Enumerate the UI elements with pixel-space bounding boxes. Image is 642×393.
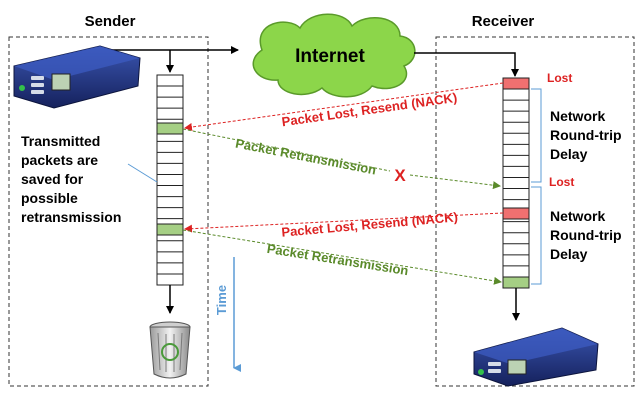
- saved-note-line-5: retransmission: [21, 209, 121, 225]
- delay2-line-2: Round-trip: [550, 227, 622, 243]
- lost-retransmission-segment: [409, 174, 501, 190]
- saved-note-line-2: packets are: [21, 152, 98, 168]
- saved-packet-2: [156, 223, 184, 236]
- receiver-buffer-rows: [503, 88, 529, 278]
- internet-to-receiver-arrow: [414, 52, 519, 77]
- saved-packets-note: Transmitted packets are saved for possib…: [21, 133, 121, 225]
- lost-marker-2: Lost: [549, 175, 574, 189]
- time-axis-label: Time: [214, 285, 229, 315]
- sender-panel: [8, 36, 209, 387]
- round-trip-delay-label-2: Network Round-trip Delay: [550, 208, 622, 262]
- retransmission-arrow-1: [182, 128, 391, 172]
- retransmission-label-1: Packet Retransmission: [234, 136, 377, 178]
- nack-label-1: Packet Lost, Resend (NACK): [281, 90, 458, 129]
- delay2-line-3: Delay: [550, 246, 588, 262]
- delay2-line-1: Network: [550, 208, 605, 224]
- receiver-device-icon: [473, 327, 599, 387]
- round-trip-delay-label-1: Network Round-trip Delay: [550, 108, 622, 162]
- lost-packet-1: [502, 77, 530, 90]
- delay1-line-3: Delay: [550, 146, 588, 162]
- lost-x-mark: X: [394, 166, 406, 185]
- internet-label: Internet: [295, 46, 365, 67]
- saved-packet-1: [156, 122, 184, 135]
- retransmission-label-2: Packet Retransmission: [266, 241, 410, 278]
- sender-title: Sender: [85, 13, 136, 30]
- recycle-bin-icon: [149, 321, 191, 379]
- receiver-panel: [435, 36, 635, 387]
- sender-device-icon: [13, 45, 141, 109]
- nack-label-2: Packet Lost, Resend (NACK): [281, 209, 459, 239]
- lost-packet-2: [502, 207, 530, 220]
- delay-bracket-1: [531, 88, 542, 183]
- nack-arrow-2: [184, 212, 504, 233]
- receiver-title: Receiver: [472, 13, 535, 30]
- receiver-buffer: [502, 77, 530, 289]
- delay-bracket-2: [531, 186, 542, 285]
- retransmitted-packet: [502, 276, 530, 289]
- sender-buffer: [156, 74, 184, 286]
- delay1-line-1: Network: [550, 108, 605, 124]
- nack-arrow-1: [184, 82, 504, 131]
- delay1-line-2: Round-trip: [550, 127, 622, 143]
- saved-note-line-1: Transmitted: [21, 133, 100, 149]
- retransmission-arrow-2: [182, 229, 502, 285]
- internet-cloud-icon: [252, 13, 416, 98]
- lost-marker-1: Lost: [547, 71, 572, 85]
- saved-note-leader-line: [127, 163, 158, 183]
- saved-note-line-3: saved for: [21, 171, 84, 187]
- saved-note-line-4: possible: [21, 190, 78, 206]
